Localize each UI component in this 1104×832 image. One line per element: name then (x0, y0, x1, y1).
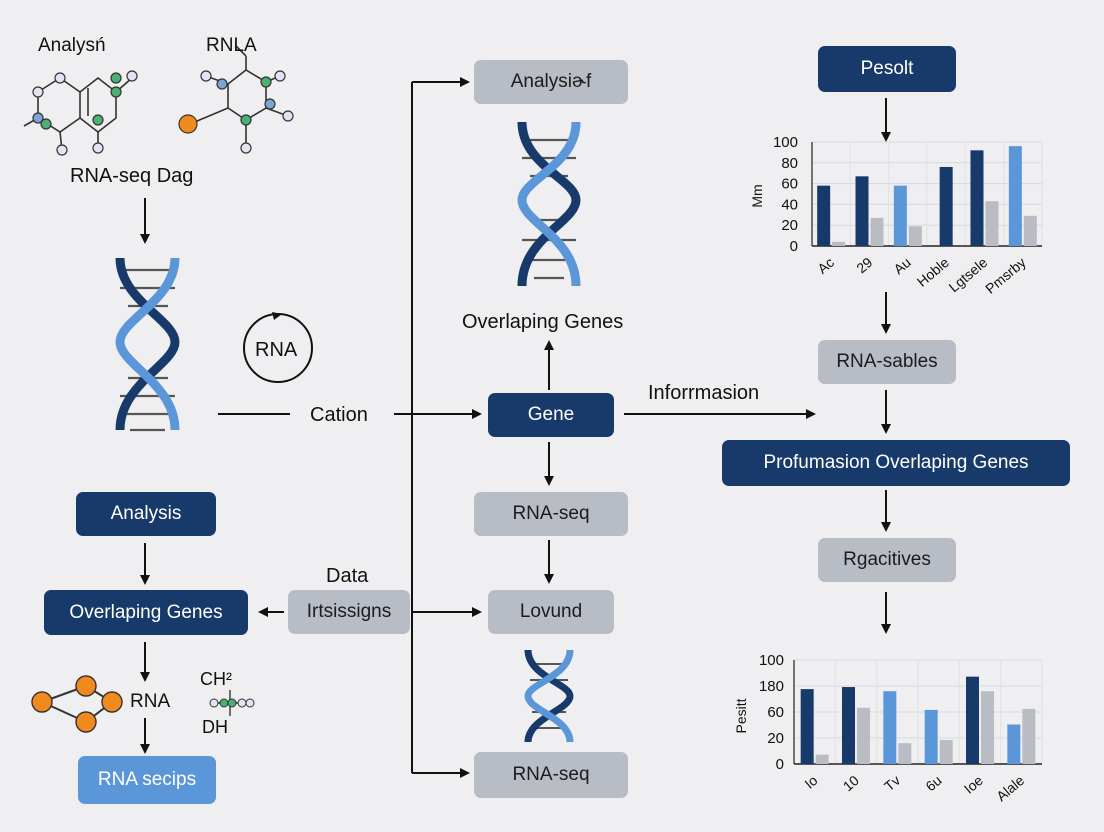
bar (970, 150, 984, 246)
label-analysis: Analysń (38, 35, 106, 56)
x-tick-label: 6u (922, 772, 944, 794)
data-label: Data (326, 565, 369, 587)
rna-cycle-icon (243, 312, 313, 383)
x-tick-label: Lgtsele (946, 254, 991, 295)
y-tick-label: 80 (781, 155, 798, 172)
x-tick-label: Au (890, 254, 913, 277)
cation-label: Cation (310, 404, 368, 426)
y-tick-label: 60 (767, 704, 784, 721)
orange-molecule-icon (31, 675, 123, 733)
overlapping-genes-node-left[interactable]: Overlaping Genes (44, 590, 248, 635)
label-rnaseq-dag: RNA-seq Dag (70, 165, 194, 187)
bar (908, 226, 922, 246)
y-tick-label: 100 (759, 652, 784, 669)
bar (883, 691, 897, 764)
dna-helix-icon-middle (517, 121, 581, 287)
insights-node[interactable]: Irtsissigns (288, 590, 410, 634)
x-tick-label: Ac (814, 254, 837, 277)
analysis-top-node[interactable]: Analysiɚf (474, 60, 628, 104)
molecule-icon-right (189, 45, 289, 148)
label-rna-top: RNLA (206, 35, 257, 56)
bar (966, 676, 979, 764)
gene-node[interactable]: Gene (488, 393, 614, 437)
x-tick-label: Io (801, 772, 820, 792)
bar (893, 185, 907, 246)
molecule-nodes-right (178, 70, 294, 154)
rnaseq-node[interactable]: RNA-seq (474, 492, 628, 536)
y-tick-label: 20 (781, 217, 798, 234)
rna-circle-label: RNA (255, 339, 298, 361)
bar (1023, 215, 1037, 246)
lovund-node[interactable]: Lovund (488, 590, 614, 634)
dh-label: DH (202, 717, 228, 737)
bar (815, 754, 829, 764)
y-axis-label: Pesitt (733, 698, 749, 733)
y-tick-label: 40 (781, 196, 798, 213)
y-tick-label: 0 (790, 238, 798, 255)
x-tick-label: 10 (840, 772, 862, 794)
bar (842, 687, 855, 764)
result-node[interactable]: Pesolt (818, 46, 956, 92)
bar (1007, 724, 1021, 764)
bar (924, 709, 938, 764)
y-axis-label: Mm (749, 184, 765, 207)
overlapping-genes-label: Overlaping Genes (462, 311, 624, 333)
x-tick-label: 29 (853, 254, 875, 276)
y-tick-label: 100 (773, 134, 798, 151)
rnaseq-bottom-node[interactable]: RNA-seq (474, 752, 628, 798)
bar-chart-bottom: 100 180 60 20 0Io 10 Tv 6u Ioe Alale Pesitt (733, 652, 1043, 804)
x-tick-label: Pmsrby (982, 254, 1029, 297)
bar (1022, 708, 1036, 764)
rgacitives-node[interactable]: Rgacitives (818, 538, 956, 582)
y-tick-label: 20 (767, 730, 784, 747)
x-tick-label: Alale (993, 772, 1027, 804)
bar (800, 689, 814, 764)
bar (939, 740, 953, 764)
molecule-nodes-left (32, 70, 138, 156)
rnasables-node[interactable]: RNA-sables (818, 340, 956, 384)
x-tick-label: Ioe (961, 772, 986, 797)
y-tick-label: 0 (776, 756, 784, 773)
bar (981, 691, 994, 764)
bar (985, 201, 999, 246)
bar (1008, 146, 1022, 246)
bar (832, 241, 846, 246)
chain-molecule-icon (209, 690, 255, 716)
rna-small-label: RNA (130, 691, 171, 712)
analysis-node[interactable]: Analysis (76, 492, 216, 536)
bar (898, 743, 912, 764)
bar (870, 217, 884, 246)
profumasion-node[interactable]: Profumasion Overlaping Genes (722, 440, 1070, 486)
y-tick-label: 180 (759, 678, 784, 695)
bar (817, 185, 831, 246)
ch2-label: CH² (200, 669, 232, 689)
bar (857, 707, 870, 764)
bar (855, 176, 869, 246)
information-label: Inforrmasion (648, 382, 760, 404)
dna-helix-icon-large (115, 257, 180, 432)
x-tick-label: Tv (881, 772, 903, 794)
bar (939, 166, 953, 246)
y-tick-label: 60 (781, 176, 798, 193)
dna-helix-icon-small (524, 649, 574, 743)
rna-secips-node[interactable]: RNA secips (78, 756, 216, 804)
